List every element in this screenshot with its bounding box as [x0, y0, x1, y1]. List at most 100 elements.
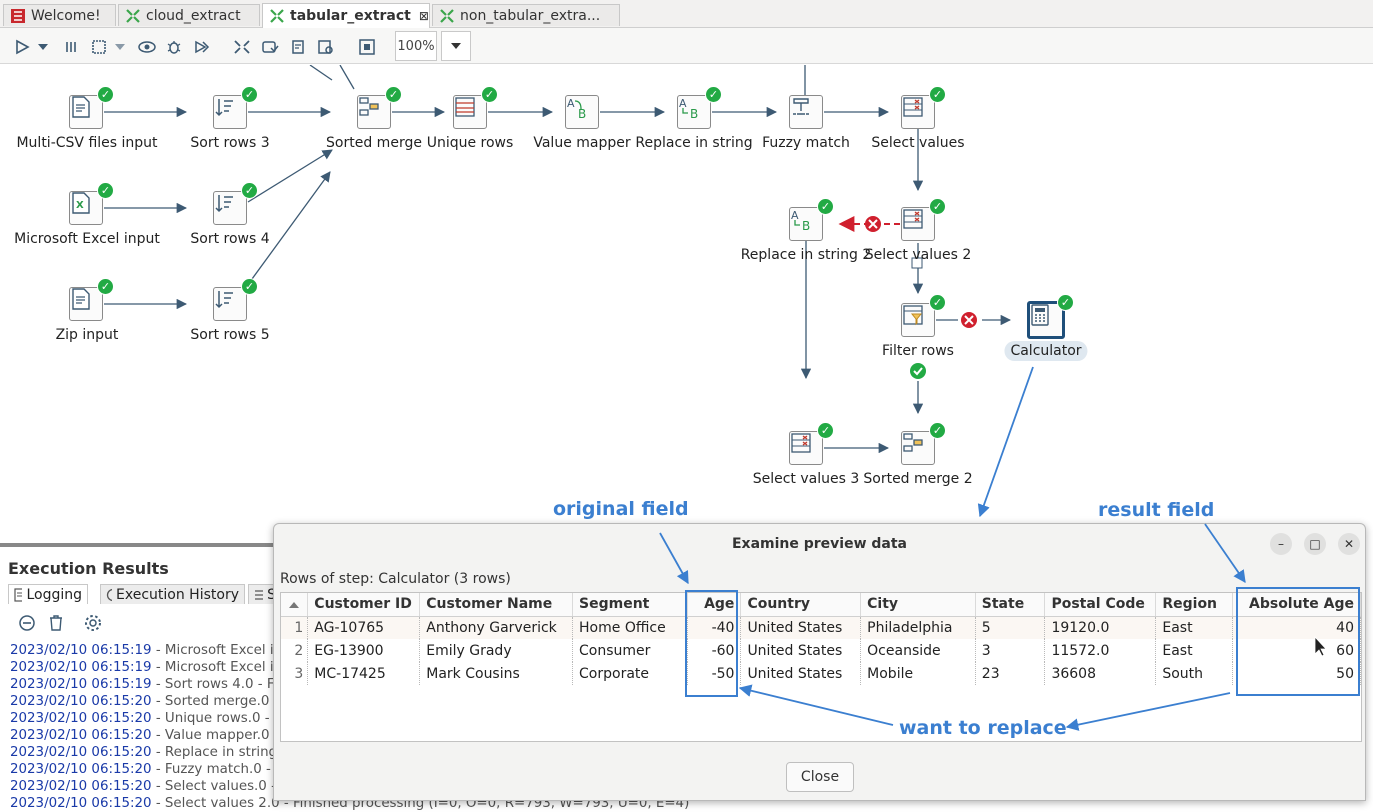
tab-non-tabular-extract[interactable]: non_tabular_extra... [432, 4, 620, 26]
zoom-value: 100% [397, 38, 435, 54]
panel-title: Execution Results [8, 559, 169, 578]
step-unique-rows[interactable] [453, 95, 487, 129]
step-zip-input[interactable] [69, 287, 103, 321]
step-select-values-3[interactable] [789, 431, 823, 465]
merge-icon [359, 97, 379, 116]
hop[interactable] [247, 149, 333, 203]
stop-icon[interactable] [88, 36, 110, 58]
table-cell: 36608 [1044, 662, 1157, 685]
step-select-values[interactable] [901, 95, 935, 129]
table-cell: South [1155, 662, 1234, 685]
table-cell: Home Office [572, 615, 688, 639]
stop-options-dropdown-icon[interactable] [113, 36, 127, 58]
execution-results-panel: Execution Results Logging Execution Hist… [0, 556, 689, 811]
column-header[interactable]: Customer Name [419, 593, 574, 617]
success-marker-icon [910, 363, 926, 379]
step-select-values-2[interactable] [901, 207, 935, 241]
metrics-icon [255, 589, 264, 600]
maximize-icon[interactable]: □ [1304, 533, 1326, 555]
column-header[interactable]: Country [740, 593, 862, 617]
panel-splitter[interactable] [0, 543, 282, 547]
step-sort-rows-3[interactable] [213, 95, 247, 129]
column-header[interactable]: Customer ID [307, 593, 421, 617]
log-icon [14, 587, 23, 602]
run-icon[interactable] [11, 36, 33, 58]
trash-icon[interactable] [48, 614, 64, 636]
step-fuzzy-match[interactable] [789, 95, 823, 129]
tab-label: cloud_extract [146, 7, 241, 24]
tab-logging[interactable]: Logging [8, 584, 88, 604]
hops-layer [104, 65, 1012, 454]
step-sort-rows-4[interactable] [213, 191, 247, 225]
debug-icon[interactable] [163, 36, 185, 58]
table-row[interactable]: 2 EG-13900 Emily Grady Consumer -60 Unit… [281, 639, 1361, 662]
step-excel-input[interactable]: X [69, 191, 103, 225]
column-header[interactable]: Absolute Age [1232, 593, 1361, 617]
tab-tabular-extract[interactable]: tabular_extract ⊠ [262, 3, 430, 28]
replace-string-icon: AB [791, 209, 810, 232]
column-header[interactable]: State [975, 593, 1046, 617]
preview-table[interactable]: Customer ID Customer Name Segment Age Co… [280, 592, 1362, 742]
row-number-header[interactable] [281, 593, 309, 617]
preview-icon[interactable] [136, 36, 158, 58]
table-row[interactable]: 1 AG-10765 Anthony Garverick Home Office… [281, 615, 1361, 639]
table-cell: United States [740, 662, 862, 685]
verify-icon[interactable] [231, 36, 253, 58]
step-sorted-merge[interactable] [357, 95, 391, 129]
sql-icon[interactable] [287, 36, 309, 58]
column-header[interactable]: Age [687, 593, 742, 617]
transformation-canvas[interactable]: ✓ Multi-CSV files input ✓ Sort rows 3 ✓ … [0, 65, 1373, 543]
column-header[interactable]: Postal Code [1044, 593, 1157, 617]
zoom-dropdown-button[interactable] [441, 31, 471, 61]
filter-icon [903, 305, 923, 326]
step-label: Select values 3 [752, 471, 860, 487]
table-cell: Oceanside [860, 639, 976, 662]
column-header[interactable]: Region [1155, 593, 1234, 617]
log-toolbar [18, 614, 102, 636]
zoom-combo[interactable]: 100% [395, 31, 437, 61]
step-label: Select values [871, 135, 965, 151]
table-row[interactable]: 3 MC-17425 Mark Cousins Corporate -50 Un… [281, 662, 1361, 685]
check-icon: ✓ [929, 86, 946, 103]
tab-cloud-extract[interactable]: cloud_extract [118, 4, 260, 26]
table-header-row: Customer ID Customer Name Segment Age Co… [281, 593, 1361, 617]
step-label: Select values 2 [864, 247, 972, 263]
column-header[interactable]: Segment [572, 593, 688, 617]
settings-gear-icon[interactable] [84, 614, 102, 636]
svg-text:A: A [791, 209, 799, 222]
log-line: 2023/02/10 06:15:19 - Microsoft Excel in [10, 643, 283, 658]
log-line: 2023/02/10 06:15:19 - Microsoft Excel in [10, 660, 283, 675]
step-filter-rows[interactable] [901, 303, 935, 337]
annotation-result-field: result field [1098, 499, 1215, 521]
clear-log-icon[interactable] [18, 614, 36, 636]
step-sort-rows-5[interactable] [213, 287, 247, 321]
explore-db-icon[interactable] [315, 36, 337, 58]
minimize-icon[interactable]: – [1270, 533, 1292, 555]
check-icon: ✓ [97, 182, 114, 199]
step-multi-csv-input[interactable] [69, 95, 103, 129]
table-cell: 11572.0 [1044, 639, 1157, 662]
show-results-icon[interactable] [356, 36, 378, 58]
tab-welcome[interactable]: Welcome! [3, 4, 116, 26]
check-icon: ✓ [241, 182, 258, 199]
step-sorted-merge-2[interactable] [901, 431, 935, 465]
close-tab-icon[interactable]: ⊠ [418, 9, 429, 23]
column-header[interactable]: City [860, 593, 976, 617]
close-icon[interactable]: ✕ [1338, 533, 1360, 555]
excel-file-icon: X [72, 192, 90, 214]
replay-icon[interactable] [191, 36, 213, 58]
check-icon: ✓ [929, 294, 946, 311]
run-options-dropdown-icon[interactable] [36, 36, 50, 58]
hop[interactable] [243, 171, 331, 291]
log-line: 2023/02/10 06:15:19 - Sort rows 4.0 - Fi… [10, 677, 290, 692]
tab-execution-history[interactable]: Execution History [100, 584, 245, 604]
log-line: 2023/02/10 06:15:20 - Sorted merge.0 - F [10, 694, 291, 709]
close-button[interactable]: Close [786, 762, 854, 792]
step-label: Sorted merge [326, 135, 422, 151]
impact-icon[interactable] [259, 36, 281, 58]
check-icon: ✓ [481, 86, 498, 103]
pause-icon[interactable] [60, 36, 82, 58]
